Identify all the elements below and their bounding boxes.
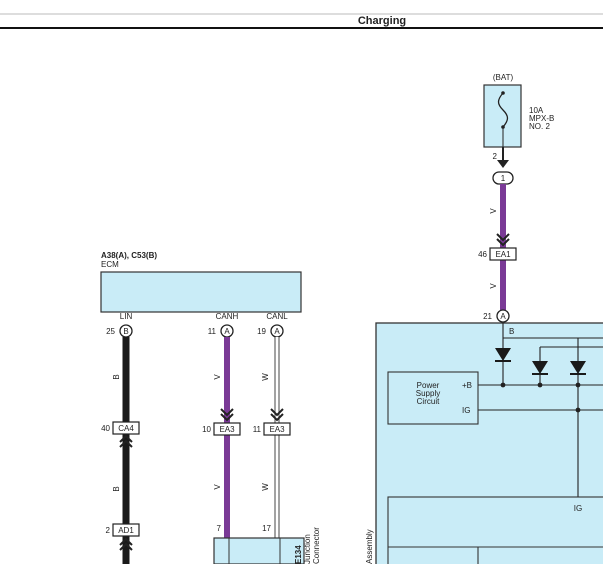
canh-wire-color-1: V — [213, 374, 222, 380]
assembly-label: Assembly — [365, 529, 374, 564]
diode-1 — [495, 348, 511, 361]
connector-ea1-label: EA1 — [495, 250, 511, 259]
canh-wire-color-2: V — [213, 484, 222, 490]
page-title: Charging — [358, 15, 406, 27]
fuse-number: NO. 2 — [529, 122, 550, 131]
connector-ad1-label: AD1 — [118, 526, 134, 535]
pin-canl-num: 19 — [257, 327, 266, 336]
ecm-pin-canl: CANL — [266, 312, 288, 321]
pin-canh-num: 11 — [208, 327, 217, 336]
connector-ad1 — [112, 523, 140, 537]
psc-line2: Supply — [416, 389, 440, 398]
pin-assy-b-circle — [496, 309, 510, 323]
pin-lin-num: 25 — [106, 327, 115, 336]
fuse-terminal-top — [501, 91, 505, 95]
fuse-out-arrow — [497, 160, 509, 168]
ecm-pin-canh: CANH — [216, 312, 239, 321]
canl-wire-color-2: W — [261, 483, 270, 491]
node-ig — [575, 407, 581, 413]
psc-plus-b: +B — [462, 381, 472, 390]
node-plus-b-2 — [537, 382, 543, 388]
junction-line2: Connector — [312, 527, 321, 564]
ecm-name: ECM — [101, 260, 119, 269]
ecm-pin-lin: LIN — [120, 312, 133, 321]
canl-wire-color-1: W — [261, 373, 270, 381]
junction-pin-7: 7 — [217, 524, 222, 533]
connector-ea3-v-pin: 10 — [202, 425, 211, 434]
connector-ca4 — [112, 421, 140, 435]
connector-ea3-w-label: EA3 — [269, 425, 285, 434]
psc-line3: Circuit — [417, 397, 440, 406]
junction-pin-17: 17 — [262, 524, 271, 533]
ecm-ref: A38(A), C53(B) — [101, 251, 157, 260]
connector-ea3-w-pin: 11 — [253, 425, 262, 434]
connector-ea3-v — [213, 422, 241, 436]
fuse-pin-1: 1 — [501, 174, 506, 183]
psc-line1: Power — [417, 381, 440, 390]
junction-line1: Junction — [303, 534, 312, 564]
fuse-icon — [497, 92, 509, 128]
pin-assy-b-tag: A — [500, 312, 506, 321]
bat-wire-color-2: V — [489, 283, 498, 289]
fuse-amp: 10A — [529, 106, 544, 115]
node-plus-b-3 — [575, 382, 581, 388]
connector-ea1 — [489, 247, 517, 261]
junction-ref: E134 — [294, 545, 303, 564]
assembly-inner-box — [387, 496, 603, 564]
fuse-pin-2: 2 — [493, 152, 498, 161]
pin-canh-tag: A — [224, 327, 230, 336]
connector-ea3-v-label: EA3 — [219, 425, 235, 434]
inner-ig-label: IG — [574, 504, 582, 513]
fuse-name: MPX-B — [529, 114, 554, 123]
connector-ca4-label: CA4 — [118, 424, 134, 433]
lin-wire-color-1: B — [112, 374, 121, 379]
power-supply-circuit-box — [387, 371, 479, 425]
psc-ig: IG — [462, 406, 470, 415]
lin-wire-color-2: B — [112, 486, 121, 491]
pin-canl-tag: A — [274, 327, 280, 336]
connector-ca4-pin: 40 — [101, 424, 110, 433]
connector-ea1-pin: 46 — [478, 250, 487, 259]
junction-connector-box — [213, 537, 305, 564]
bat-wire-color-1: V — [489, 208, 498, 214]
connector-ea3-w — [263, 422, 291, 436]
diode-2 — [532, 361, 548, 374]
battery-label: (BAT) — [493, 73, 514, 82]
pin-lin-tag: B — [123, 327, 128, 336]
pin-assy-b-num: 21 — [483, 312, 492, 321]
assembly-b-label: B — [509, 327, 514, 336]
node-plus-b-1 — [500, 382, 506, 388]
connector-ad1-pin: 2 — [106, 526, 111, 535]
diode-3 — [570, 361, 586, 374]
ecm-box — [100, 271, 302, 313]
